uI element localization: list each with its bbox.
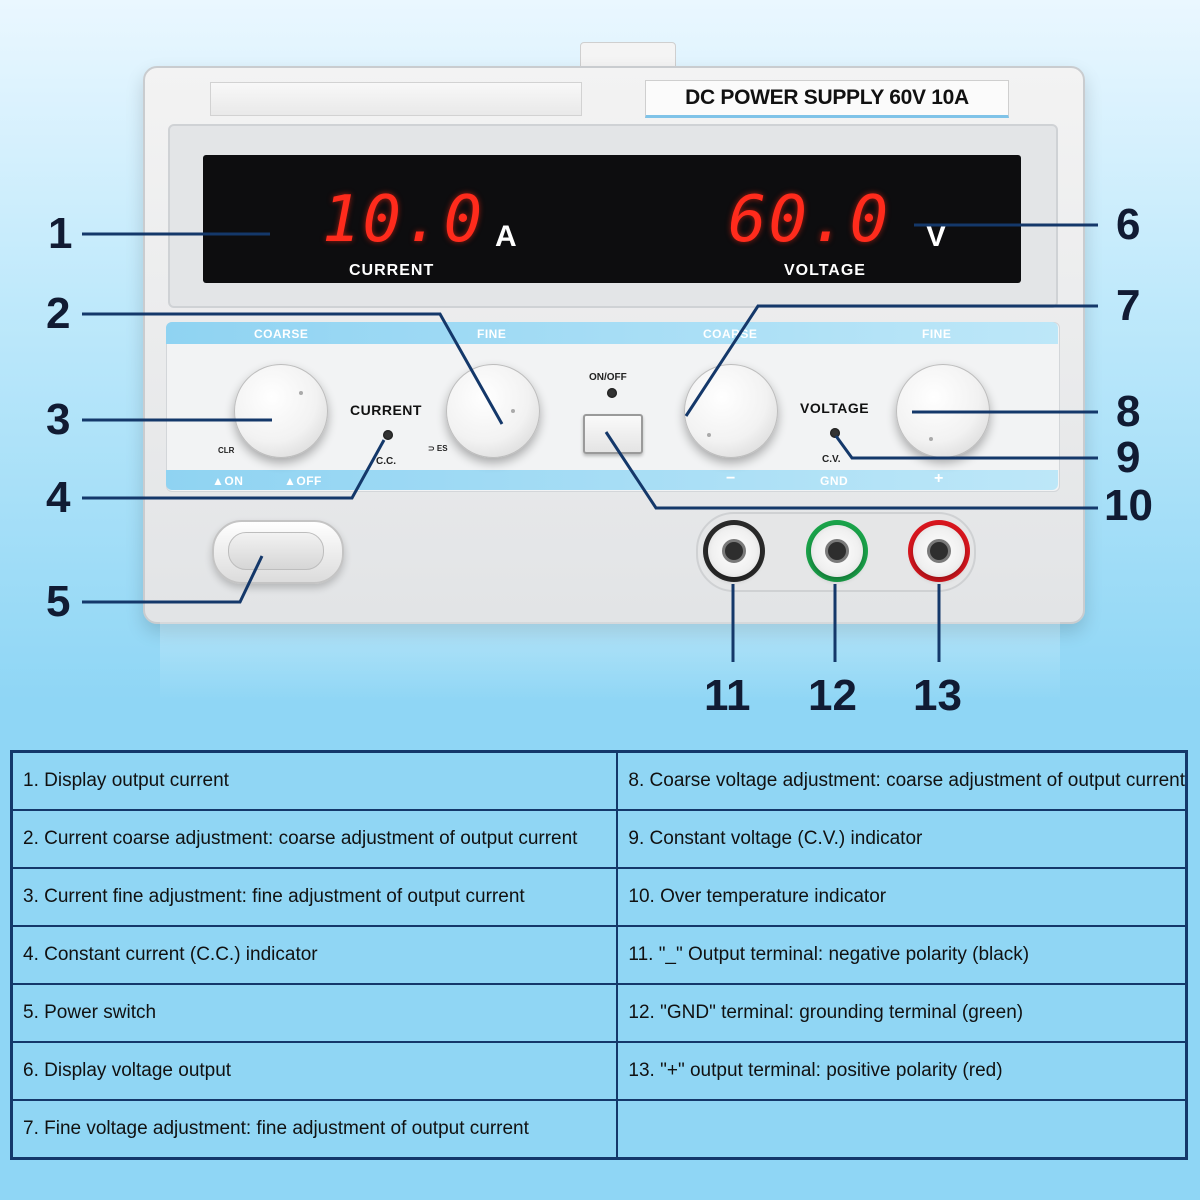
callout-number-2: 2 xyxy=(46,289,71,338)
legend-item-9: 9. Constant voltage (C.V.) indicator xyxy=(616,809,1188,869)
callout-number-10: 10 xyxy=(1104,481,1153,530)
table-row: 5. Power switch 12. "GND" terminal: grou… xyxy=(10,983,1188,1043)
clr-label: CLR xyxy=(218,446,235,455)
panel-top-strip xyxy=(166,322,1058,344)
current-coarse-knob[interactable] xyxy=(234,364,328,458)
cc-label: C.C. xyxy=(376,456,396,467)
table-row: 4. Constant current (C.C.) indicator 11.… xyxy=(10,925,1188,985)
on-label: ▲ON xyxy=(212,474,244,488)
callout-number-3: 3 xyxy=(46,395,71,444)
callout-number-8: 8 xyxy=(1116,387,1141,436)
top-vent xyxy=(210,82,582,116)
current-readout: 10.0 xyxy=(322,183,485,257)
model-label-text: DC POWER SUPPLY 60V 10A xyxy=(685,86,969,109)
cv-indicator xyxy=(830,428,840,438)
table-row: 7. Fine voltage adjustment: fine adjustm… xyxy=(10,1099,1188,1160)
callout-line-10 xyxy=(604,431,1098,510)
table-row: 6. Display voltage output 13. "+" output… xyxy=(10,1041,1188,1101)
legend-item-10: 10. Over temperature indicator xyxy=(616,867,1188,927)
device-reflection xyxy=(160,622,1060,702)
es-label: ⊃ ES xyxy=(428,444,448,453)
legend-empty-cell xyxy=(616,1099,1188,1160)
table-row: 1. Display output current 8. Coarse volt… xyxy=(10,750,1188,811)
callout-number-11: 11 xyxy=(704,671,751,720)
current-fine-label: FINE xyxy=(477,327,507,341)
callout-number-5: 5 xyxy=(46,577,71,626)
legend-table: 1. Display output current 8. Coarse volt… xyxy=(10,750,1188,1160)
cv-label: C.V. xyxy=(822,454,841,465)
panel-bottom-strip xyxy=(166,470,1058,490)
voltage-fine-label: FINE xyxy=(922,327,952,341)
positive-terminal-socket xyxy=(927,539,951,563)
legend-item-1: 1. Display output current xyxy=(10,750,619,811)
legend-item-8: 8. Coarse voltage adjustment: coarse adj… xyxy=(616,750,1188,811)
output-onoff-button[interactable] xyxy=(583,414,643,454)
voltage-readout: 60.0 xyxy=(728,183,891,257)
current-caption: CURRENT xyxy=(349,262,435,279)
model-label: DC POWER SUPPLY 60V 10A xyxy=(645,80,1009,118)
legend-item-2: 2. Current coarse adjustment: coarse adj… xyxy=(10,809,619,869)
negative-terminal-socket xyxy=(722,539,746,563)
callout-number-9: 9 xyxy=(1116,433,1141,482)
callout-line-7 xyxy=(684,304,1098,417)
cc-indicator xyxy=(383,430,393,440)
legend-item-4: 4. Constant current (C.C.) indicator xyxy=(10,925,619,985)
table-row: 3. Current fine adjustment: fine adjustm… xyxy=(10,867,1188,927)
callout-number-6: 6 xyxy=(1116,200,1141,249)
onoff-label: ON/OFF xyxy=(589,372,627,383)
gnd-label: GND xyxy=(820,474,849,488)
legend-item-7: 7. Fine voltage adjustment: fine adjustm… xyxy=(10,1099,619,1160)
current-section-label: CURRENT xyxy=(350,402,422,418)
legend-item-11: 11. "_" Output terminal: negative polari… xyxy=(616,925,1188,985)
callout-number-4: 4 xyxy=(46,473,71,522)
voltage-coarse-knob[interactable] xyxy=(684,364,778,458)
callout-line-9 xyxy=(834,435,1098,460)
legend-item-13: 13. "+" output terminal: positive polari… xyxy=(616,1041,1188,1101)
callout-number-12: 12 xyxy=(808,671,857,720)
current-unit: A xyxy=(495,220,517,253)
minus-label: − xyxy=(726,470,736,487)
table-row: 2. Current coarse adjustment: coarse adj… xyxy=(10,809,1188,869)
legend-item-3: 3. Current fine adjustment: fine adjustm… xyxy=(10,867,619,927)
voltage-section-label: VOLTAGE xyxy=(800,400,870,416)
display-screen xyxy=(203,155,1021,283)
legend-item-12: 12. "GND" terminal: grounding terminal (… xyxy=(616,983,1188,1043)
off-label: ▲OFF xyxy=(284,474,322,488)
voltage-unit: V xyxy=(926,220,947,253)
callout-line-2 xyxy=(82,312,504,425)
legend-item-5: 5. Power switch xyxy=(10,983,619,1043)
gnd-terminal-socket xyxy=(825,539,849,563)
over-temperature-indicator xyxy=(607,388,617,398)
current-coarse-label: COARSE xyxy=(254,327,309,341)
plus-label: + xyxy=(934,470,944,487)
callout-number-13: 13 xyxy=(913,671,962,720)
legend-item-6: 6. Display voltage output xyxy=(10,1041,619,1101)
callout-number-1: 1 xyxy=(48,209,73,258)
callout-line-5 xyxy=(82,555,264,604)
callout-line-4 xyxy=(82,439,386,500)
voltage-caption: VOLTAGE xyxy=(784,262,866,279)
power-switch-rocker[interactable] xyxy=(228,532,324,570)
callout-number-7: 7 xyxy=(1116,281,1141,330)
